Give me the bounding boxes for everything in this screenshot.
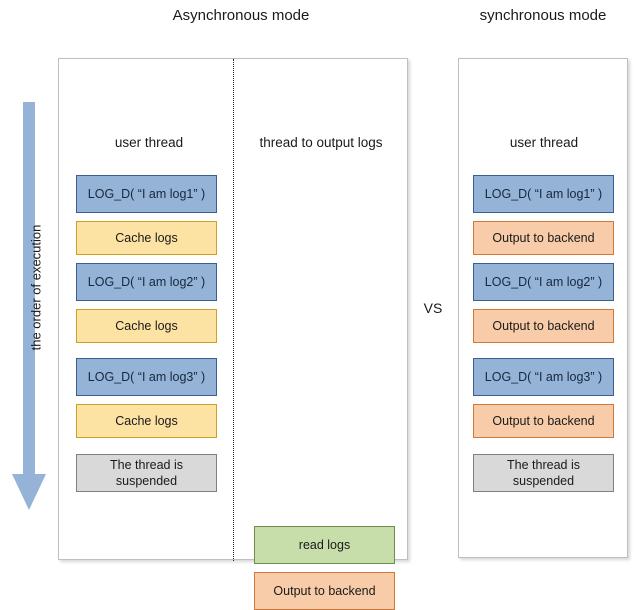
async-output-thread-step-1-read: read logs xyxy=(254,526,395,564)
async-output-thread-header: thread to output logs xyxy=(259,135,383,150)
sync-user-thread-header: user thread xyxy=(509,135,579,150)
async-user-thread-step-7-suspend: The thread is suspended xyxy=(76,454,217,492)
async-mode-panel: user thread thread to output logs LOG_D(… xyxy=(58,58,408,610)
async-user-thread-step-4-cache: Cache logs xyxy=(76,309,217,343)
order-of-execution-label: the order of execution xyxy=(28,224,44,351)
async-mode-title: Asynchronous mode xyxy=(172,7,310,24)
sync-user-thread-step-1-log: LOG_D( “I am log1” ) xyxy=(473,175,614,213)
async-user-thread-step-3-log: LOG_D( “I am log2” ) xyxy=(76,263,217,301)
async-user-thread-step-2-cache: Cache logs xyxy=(76,221,217,255)
sync-mode-panel: user thread LOG_D( “I am log1” ) Output t… xyxy=(458,58,628,558)
sync-user-thread-step-2-output: Output to backend xyxy=(473,221,614,255)
async-user-thread-header: user thread xyxy=(114,135,184,150)
sync-user-thread-step-7-suspend: The thread is suspended xyxy=(473,454,614,492)
sync-mode-title: synchronous mode xyxy=(479,7,607,24)
sync-user-thread-step-6-output: Output to backend xyxy=(473,404,614,438)
sync-user-thread-step-4-output: Output to backend xyxy=(473,309,614,343)
async-user-thread-step-6-cache: Cache logs xyxy=(76,404,217,438)
async-user-thread-step-1-log: LOG_D( “I am log1” ) xyxy=(76,175,217,213)
down-arrow-icon xyxy=(12,102,46,510)
order-of-execution-arrow: the order of execution xyxy=(6,102,52,514)
versus-label: VS xyxy=(423,300,443,316)
sync-user-thread-step-3-log: LOG_D( “I am log2” ) xyxy=(473,263,614,301)
thread-divider xyxy=(233,59,234,561)
async-user-thread-step-5-log: LOG_D( “I am log3” ) xyxy=(76,358,217,396)
async-output-thread-step-2-output: Output to backend xyxy=(254,572,395,610)
sync-user-thread-step-5-log: LOG_D( “I am log3” ) xyxy=(473,358,614,396)
